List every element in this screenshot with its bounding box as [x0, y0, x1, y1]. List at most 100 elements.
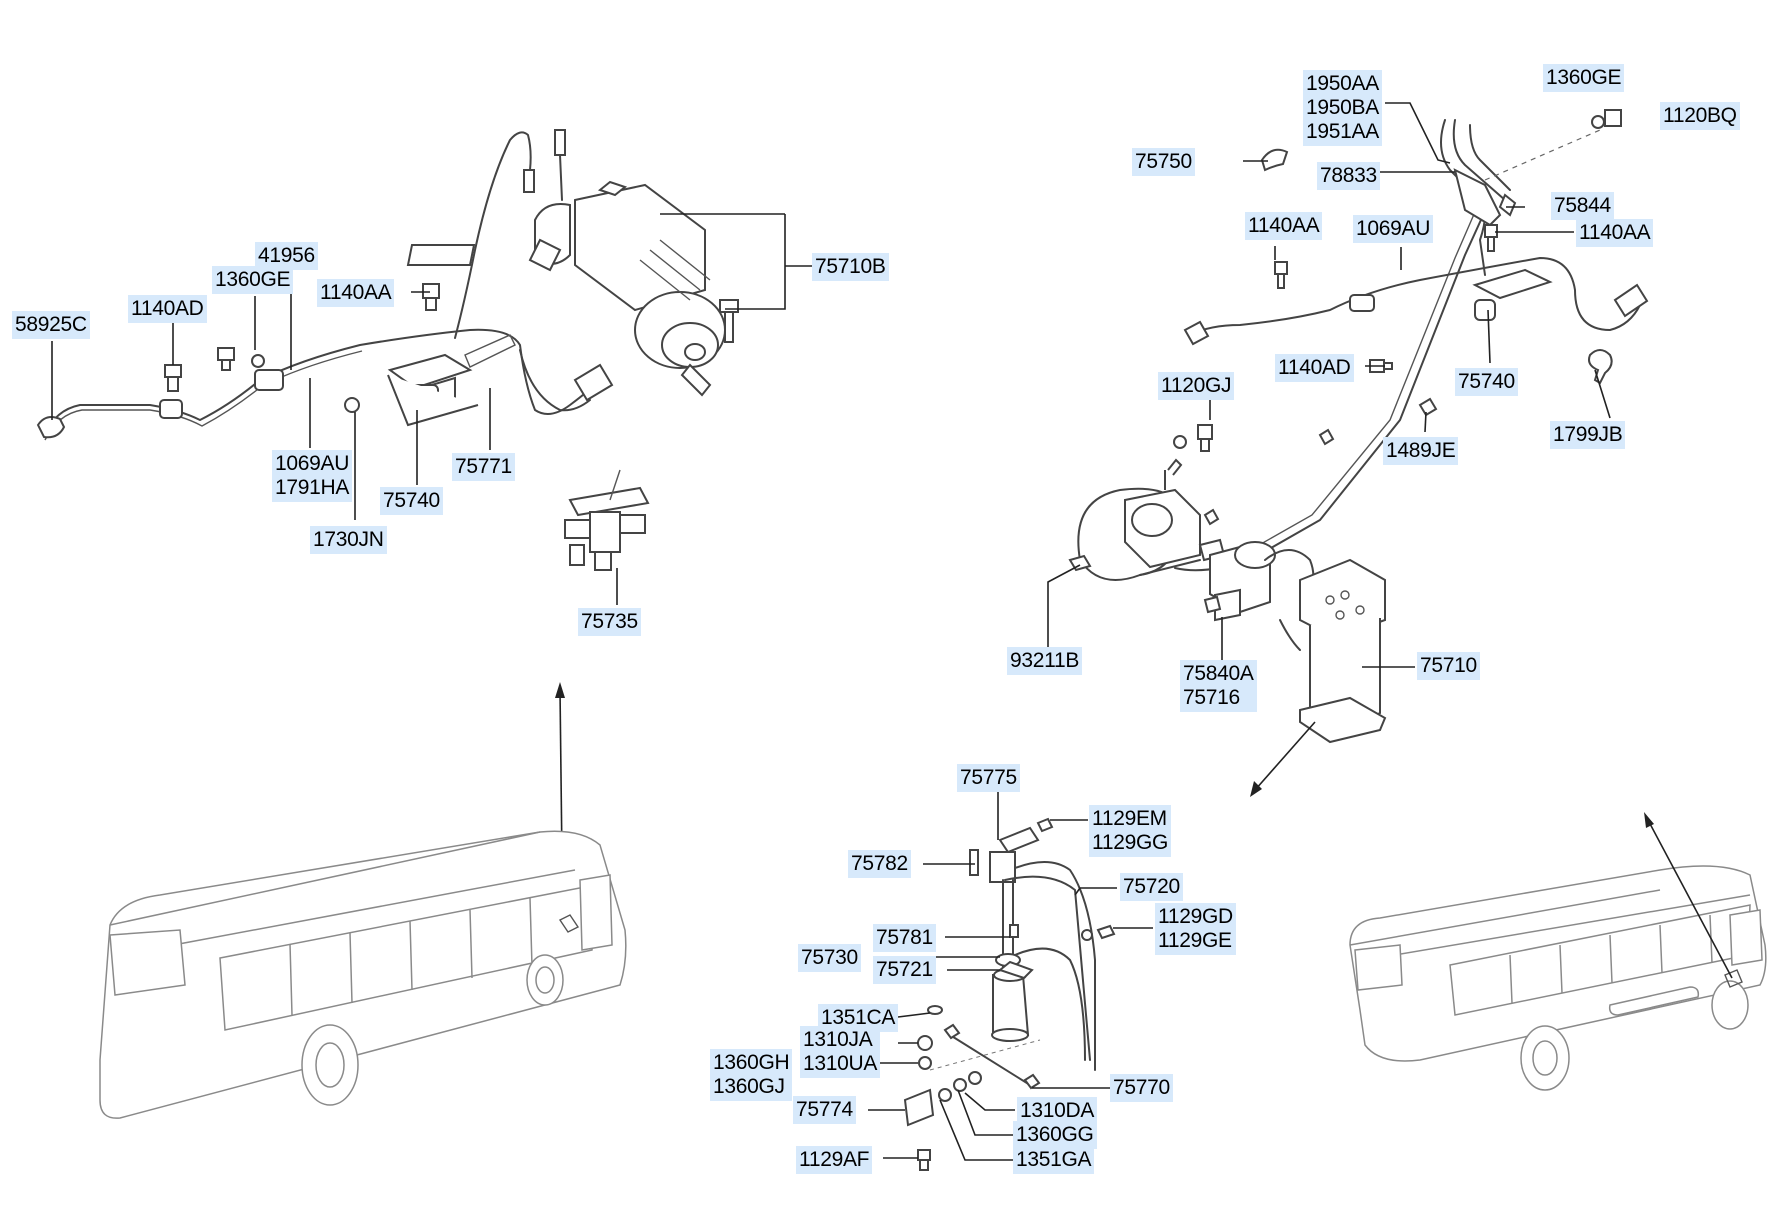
left-assembly [36, 129, 739, 571]
callout-1799JB: 1799JB [1550, 421, 1626, 449]
arrow-head-middle [1250, 781, 1262, 797]
washer-1360GH [918, 1056, 932, 1070]
angled-connector-right [1183, 320, 1210, 346]
callout-75844: 75844 [1551, 192, 1614, 220]
callout-75735: 75735 [578, 608, 641, 636]
connector-right-left-assembly [573, 363, 614, 402]
callout-78833: 78833 [1317, 162, 1380, 190]
angled-connector-58925C [36, 416, 66, 439]
connector-right-end [1613, 283, 1649, 318]
callout-75710: 75710 [1417, 652, 1480, 680]
bolt-1120GJ [1197, 424, 1213, 452]
callout-75740-left: 75740 [380, 487, 443, 515]
bracket-75774 [903, 1088, 935, 1127]
right-assembly [1068, 109, 1649, 744]
bolt-1129AF [917, 1149, 931, 1171]
washer-1310DA [938, 1088, 952, 1102]
cable-joint-right [1349, 294, 1375, 312]
tank-75710 [1299, 558, 1387, 744]
control-valve-93211B [1124, 458, 1226, 569]
callout-1310JA: 1310JA 1310UA [800, 1026, 881, 1078]
callout-75775: 75775 [957, 764, 1020, 792]
arrow-to-lower-assembly [1254, 721, 1316, 791]
bus-illustration-right [1349, 865, 1767, 1091]
callout-1360GE-right: 1360GE [1543, 64, 1625, 92]
clip-1799JB [1588, 349, 1613, 385]
arrow-to-right-bus [1647, 819, 1733, 979]
washer-1360GE-left [251, 354, 265, 368]
callout-1351GA: 1351GA [1013, 1146, 1095, 1174]
clip-75781 [1009, 924, 1019, 938]
lower-leader-lines [806, 790, 1153, 1161]
bolt-1140AA-left [422, 283, 440, 311]
callout-1140AD-left: 1140AD [128, 295, 207, 323]
cable-joint [159, 399, 183, 419]
callout-1360GG: 1360GG [1013, 1121, 1097, 1149]
callout-1129GD: 1129GD 1129GE [1155, 903, 1236, 955]
solenoid-valve-75840A [1203, 541, 1276, 622]
callout-41956: 41956 [255, 242, 318, 270]
callout-1950AA: 1950AA 1950BA 1951AA [1303, 70, 1382, 146]
callout-1140AA-right: 1140AA [1576, 219, 1654, 247]
callout-75782: 75782 [848, 850, 911, 878]
callout-58925C: 58925C [12, 311, 90, 339]
callout-1360GE-left: 1360GE [212, 266, 294, 294]
clamp-75721 [997, 960, 1034, 980]
callout-93211B: 93211B [1007, 647, 1083, 675]
callout-1310DA: 1310DA [1017, 1097, 1098, 1125]
washer-1360GG [953, 1078, 967, 1092]
callout-1129EM: 1129EM 1129GG [1089, 805, 1172, 857]
bracket-75775 [998, 826, 1040, 854]
bolt-1120BQ [1604, 109, 1622, 127]
screw-1129GD [1096, 924, 1116, 940]
bolt-1140AD-left [164, 364, 182, 392]
right-leader-lines [1047, 102, 1611, 668]
arrow-head-left [555, 682, 565, 698]
callout-75710B: 75710B [812, 253, 889, 281]
callout-75740-right: 75740 [1455, 368, 1518, 396]
callout-75781: 75781 [873, 924, 936, 952]
callout-1129AF: 1129AF [796, 1146, 873, 1174]
callout-75720: 75720 [1120, 873, 1183, 901]
fitting-75750 [1260, 148, 1289, 172]
callout-75730: 75730 [798, 944, 861, 972]
callout-75770: 75770 [1110, 1074, 1173, 1102]
callout-1120GJ: 1120GJ [1158, 372, 1235, 400]
plate-75782 [969, 849, 979, 876]
label-plate [406, 244, 476, 266]
callout-1120BQ: 1120BQ [1660, 102, 1740, 130]
callout-1360GH: 1360GH 1360GJ [710, 1049, 793, 1101]
left-leader-lines [51, 213, 812, 605]
nut-1351CA [927, 1005, 943, 1015]
callout-1069AU-left: 1069AU 1791HA [272, 450, 353, 502]
callout-1140AA-left: 1140AA [317, 279, 395, 307]
bus-illustration-left [99, 830, 627, 1119]
callout-75771: 75771 [452, 453, 515, 481]
bolt-1140AA-right [1484, 224, 1498, 252]
callout-75750: 75750 [1132, 148, 1195, 176]
sensor-75730 [991, 953, 1030, 1042]
arrow-head-right [1644, 812, 1654, 828]
actuator-75710B [528, 180, 739, 397]
bolt-1140AA-mid [1274, 261, 1288, 289]
lower-middle-assembly [903, 817, 1116, 1171]
callout-75721: 75721 [873, 956, 936, 984]
washer-1360GE-right [1591, 115, 1605, 129]
callout-1489JE: 1489JE [1383, 437, 1459, 465]
t-fitting-78833 [1453, 168, 1502, 227]
plug-1730JN [344, 397, 360, 413]
callout-1140AD-right: 1140AD [1275, 354, 1354, 382]
callout-1730JN: 1730JN [310, 526, 387, 554]
washer-bolt-1360GE-left [217, 347, 235, 371]
callout-75774: 75774 [793, 1096, 856, 1124]
cable-grommet-41956 [254, 369, 284, 391]
callout-75840A: 75840A 75716 [1180, 660, 1257, 712]
callout-1069AU-right: 1069AU [1353, 215, 1434, 243]
nut-1310JA [917, 1035, 933, 1051]
nut-1351GA [968, 1071, 982, 1085]
switch-75740-right [1472, 268, 1553, 300]
callout-1140AA-right-mid: 1140AA [1245, 212, 1323, 240]
screw-1129EM [1036, 817, 1054, 833]
